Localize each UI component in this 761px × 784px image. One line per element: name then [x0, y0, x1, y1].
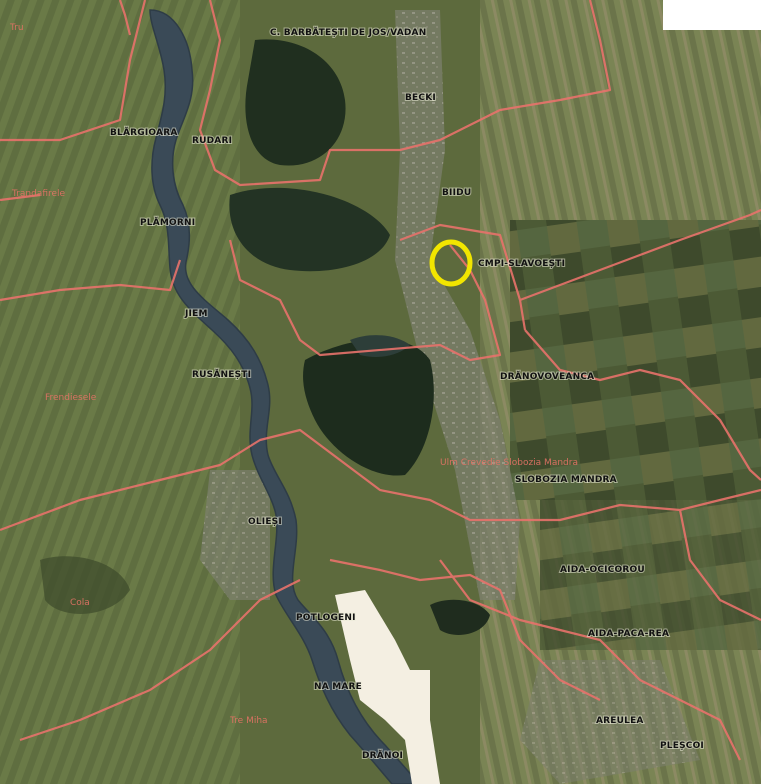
label-areulea: AREULEA [596, 716, 644, 726]
label-rusanesti: RUSĂNEȘTI [192, 368, 251, 380]
village-oliesi-area [200, 470, 270, 600]
label-oliesi: OLIEȘI [248, 517, 282, 527]
label-cmpi-slavoesti: CMPI-SLAVOEȘTI [478, 259, 565, 269]
faint-label-5: Tre Miha [229, 716, 268, 726]
boundary-south-mid [0, 428, 761, 532]
boundary-northwest [0, 0, 147, 142]
label-aida-paca-rea: AIDA-PACA-REA [588, 629, 669, 639]
label-plescoi: PLEȘCOI [660, 741, 704, 751]
boundary-west-stub [0, 193, 41, 202]
label-becki: BECKI [405, 93, 436, 103]
label-aida-ocicorou: AIDA-OCICOROU [560, 565, 645, 575]
boundary-north [198, 0, 612, 187]
boundary-southeast [678, 509, 761, 621]
boundary-north-spur [118, 0, 132, 36]
label-rudari: RUDARI [192, 136, 232, 146]
location-marker-icon[interactable] [429, 239, 473, 287]
label-dranovoveanca: DRĂNOVOVEANCA [500, 370, 594, 382]
boundary-center [399, 223, 527, 331]
faint-label-4: Ulm Crevedie Slobozia Mandra [440, 458, 578, 468]
forest-central [303, 339, 434, 476]
village-southeast [520, 660, 700, 784]
administrative-boundaries [0, 0, 761, 761]
blank-corner [663, 0, 761, 30]
label-potlogeni: POTLOGENI [296, 613, 356, 623]
forest-north [245, 39, 346, 166]
boundary-west-mid [0, 259, 182, 302]
label-biidu: BIIDU [442, 188, 471, 198]
sand-area [335, 590, 440, 784]
boundary-east-upper [519, 208, 761, 302]
southeast-field-blocks [540, 450, 761, 650]
label-blaregioara: BLĂRGIOARA [110, 126, 178, 138]
label-dranoi: DRĂNOI [362, 749, 403, 761]
boundary-south-east-lower [439, 559, 741, 761]
boundary-southwest [19, 579, 301, 742]
village-strip-east [395, 10, 520, 600]
label-plamorni: PLĂMORNI [140, 216, 195, 228]
boundary-east-mid [524, 329, 761, 481]
faint-label-1: Tru [9, 23, 24, 33]
label-jiem: JIEM [184, 309, 208, 319]
faint-labels: Tru Trandafirele Frendiesele Ulm Crevedi… [9, 23, 578, 726]
field-dark-southwest [40, 556, 130, 614]
forest-central-west [229, 187, 390, 272]
faint-label-2: Trandafirele [11, 189, 66, 199]
label-slobozia-mandra: SLOBOZIA MANDRA [515, 475, 617, 485]
label-barbatesti: C. BARBĂTEȘTI DE JOS/VADAN [270, 26, 426, 38]
faint-label-6: Cola [70, 598, 90, 608]
label-na-mare: NA MARE [314, 682, 362, 692]
faint-label-3: Frendiesele [45, 393, 97, 403]
boundary-south-inner [329, 558, 601, 701]
forest-south [430, 599, 490, 635]
boundary-central-loop [228, 239, 502, 362]
river [149, 9, 419, 784]
place-labels: C. BARBĂTEȘTI DE JOS/VADAN BECKI BLĂRGIO… [109, 25, 705, 762]
